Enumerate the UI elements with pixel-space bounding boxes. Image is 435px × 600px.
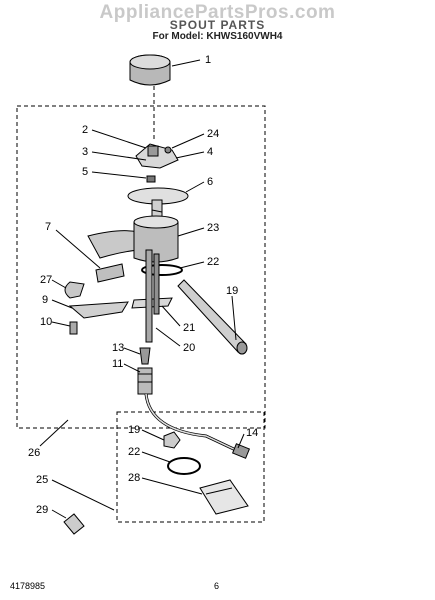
callout-label: 19 <box>226 285 238 297</box>
callout-label: 21 <box>183 322 195 334</box>
part-spout-body <box>87 215 179 263</box>
part-small-screw <box>146 175 156 183</box>
page-number: 6 <box>214 581 220 591</box>
diagram-title: SPOUT PARTS <box>169 18 266 32</box>
part-bracket <box>68 301 129 319</box>
callout-label: 20 <box>183 342 195 354</box>
callout-label: 19 <box>128 424 140 436</box>
document-number: 4178985 <box>10 581 46 591</box>
kit-nut <box>163 431 181 449</box>
part-rod <box>131 249 173 343</box>
callout-label: 25 <box>36 474 48 486</box>
callout-label: 2 <box>82 124 88 136</box>
kit-box <box>116 411 265 523</box>
callout-label: 27 <box>40 274 52 286</box>
part-top-cover <box>135 143 179 169</box>
part-screw <box>69 321 78 335</box>
callout-label: 6 <box>207 176 213 188</box>
callout-label: 10 <box>40 316 52 328</box>
part-tubing <box>144 393 251 459</box>
callout-label: 11 <box>112 358 123 370</box>
callout-label: 26 <box>28 447 40 459</box>
callout-label: 5 <box>82 166 88 178</box>
callout-label: 24 <box>207 128 219 140</box>
part-o-ring <box>141 264 183 276</box>
part-cap <box>129 54 171 86</box>
callout-label: 22 <box>128 446 140 458</box>
part-nozzle <box>139 347 151 365</box>
part-clip <box>63 513 85 535</box>
callout-label: 29 <box>36 504 48 516</box>
callout-label: 14 <box>246 427 258 439</box>
callout-label: 3 <box>82 146 88 158</box>
callout-label: 22 <box>207 256 219 268</box>
part-tube <box>177 279 248 355</box>
callout-label: 9 <box>42 294 48 306</box>
kit-instruction-sheet <box>199 479 249 515</box>
part-fitting <box>137 367 153 395</box>
callout-label: 4 <box>207 146 213 158</box>
callout-label: 13 <box>112 342 124 354</box>
callout-label: 1 <box>205 54 211 66</box>
callout-label: 7 <box>45 221 51 233</box>
watermark-text: AppliancePartsPros.com <box>99 2 336 23</box>
part-elbow <box>64 281 85 299</box>
kit-o-ring <box>167 457 201 475</box>
part-hose <box>95 263 125 283</box>
callout-label: 23 <box>207 222 219 234</box>
main-assembly-box <box>16 105 266 429</box>
callout-labels: 1 2 24 3 4 5 6 7 23 22 27 19 9 21 10 20 … <box>28 54 258 516</box>
model-line: For Model: KHWS160VWH4 <box>152 31 283 42</box>
callout-label: 28 <box>128 472 140 484</box>
